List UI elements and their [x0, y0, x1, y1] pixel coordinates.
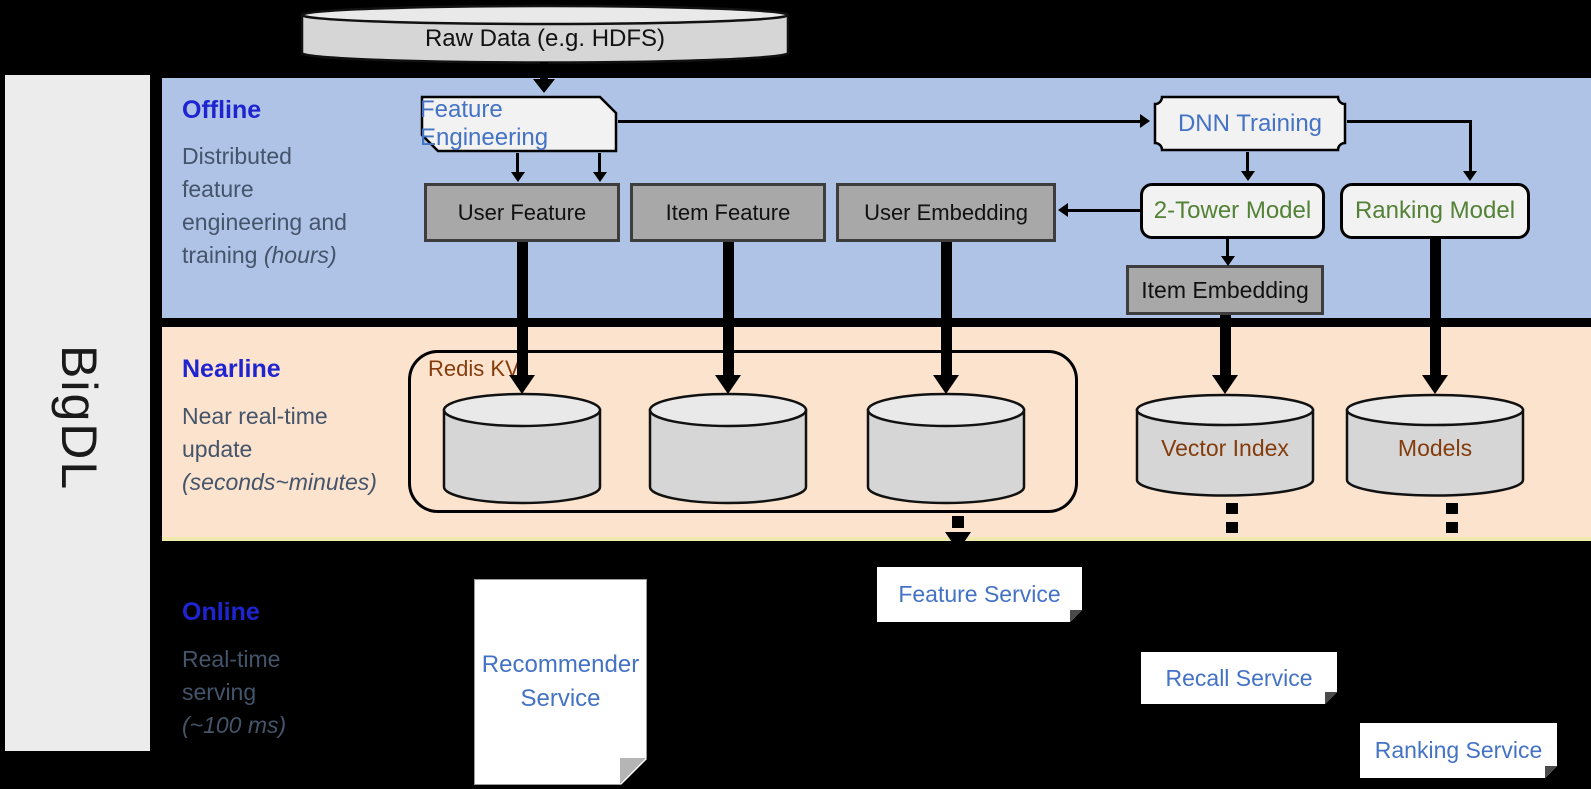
ranking-service-node: Ranking Service: [1360, 723, 1557, 778]
arrow-item-feature-to-redis-shaft: [723, 242, 734, 375]
feature-service-node: Feature Service: [877, 567, 1082, 622]
online-desc-text: Real-time serving: [182, 646, 281, 705]
offline-desc-italic: (hours): [263, 242, 337, 268]
raw-data-label: Raw Data (e.g. HDFS): [424, 25, 666, 52]
nearline-desc-italic: (seconds~minutes): [182, 469, 377, 495]
arrow-user-feature-to-redis-shaft: [517, 242, 528, 375]
recall-service-label: Recall Service: [1165, 664, 1313, 691]
redis-kv-label: Redis KV: [428, 356, 520, 381]
redis-kv-container: [408, 350, 1078, 513]
ranking-service-label: Ranking Service: [1374, 737, 1543, 763]
arrow-user-embedding-to-redis-shaft: [941, 242, 952, 375]
dashed-line-vector-index-dash1: [1226, 503, 1238, 514]
user-embedding-node: User Embedding: [836, 183, 1056, 242]
plaque-shape: [1153, 95, 1347, 152]
arrow-two-tower-to-user-embedding-shaft: [1068, 209, 1140, 212]
arrow-two-tower-to-item-embedding-shaft: [1226, 239, 1229, 256]
arrow-fe-to-item-feature-head: [593, 172, 607, 182]
arrow-fe-to-dnn-shaft: [618, 120, 1140, 123]
database-cylinder-icon: [1345, 393, 1525, 497]
arrow-two-tower-to-item-embedding-head: [1221, 256, 1235, 266]
arrow-dnn-to-ranking-head: [1463, 171, 1477, 181]
dashed-line-models-dash2: [1446, 522, 1458, 533]
online-desc-italic: (~100 ms): [182, 712, 287, 738]
arrow-ranking-model-to-models-head: [1422, 375, 1448, 394]
arrow-rawdata-to-feature-engineering-head: [533, 79, 555, 93]
arrow-dnn-to-two-tower-shaft: [1246, 152, 1249, 171]
dnn-training-label: DNN Training: [1177, 109, 1323, 137]
recommender-service-node: Recommender Service: [474, 579, 647, 785]
models-label: Models: [1397, 435, 1473, 461]
two-tower-model-node: 2-Tower Model: [1140, 183, 1325, 239]
vector-index-store: Vector Index: [1135, 393, 1315, 498]
database-cylinder-icon: [866, 392, 1026, 505]
bigdl-brand-label: BigDL: [51, 345, 107, 492]
user-feature-node: User Feature: [424, 183, 620, 242]
nearline-desc-text: Near real-time update: [182, 403, 328, 462]
folded-corner-icon: [1070, 610, 1082, 622]
offline-desc-text: Distributed feature engineering and trai…: [182, 143, 347, 268]
dashed-arrow-redis-to-feature-service-head: [945, 532, 971, 551]
dashed-line-vector-index-dash2: [1226, 522, 1238, 533]
arrow-fe-to-item-feature-shaft: [598, 153, 601, 172]
online-section-desc: Real-time serving (~100 ms): [182, 643, 317, 742]
models-store: Models: [1345, 393, 1525, 498]
ranking-model-node: Ranking Model: [1340, 183, 1530, 239]
redis-shard-cylinder-3: [866, 392, 1026, 505]
arrow-dnn-to-ranking-vline: [1469, 120, 1472, 171]
arrow-item-feature-to-redis-head: [715, 375, 741, 394]
recall-service-node: Recall Service: [1141, 652, 1337, 704]
arrow-ranking-model-to-models-shaft: [1430, 239, 1441, 375]
database-cylinder-icon: [648, 392, 808, 505]
bigdl-sidebar: [5, 75, 150, 751]
arrow-fe-to-user-feature-shaft: [516, 153, 519, 172]
arrow-fe-to-dnn-head: [1140, 114, 1150, 128]
raw-data-store: Raw Data (e.g. HDFS): [300, 4, 790, 64]
redis-shard-cylinder-2: [648, 392, 808, 505]
database-cylinder-icon: [1135, 393, 1315, 497]
folded-corner-icon: [1545, 766, 1557, 778]
nearline-section-desc: Near real-time update (seconds~minutes): [182, 400, 382, 499]
arrow-item-embedding-to-vector-index-shaft: [1220, 315, 1231, 375]
redis-shard-cylinder-1: [442, 392, 602, 505]
dashed-line-models-dash1: [1446, 503, 1458, 514]
arrow-item-embedding-to-vector-index-head: [1212, 375, 1238, 394]
folded-corner-icon: [1325, 692, 1337, 704]
nearline-section-title: Nearline: [182, 355, 281, 383]
database-cylinder-icon: [300, 4, 790, 64]
dashed-arrow-redis-to-feature-service-dash: [952, 516, 964, 528]
folded-corner-icon: [620, 758, 646, 784]
snip-card-shape: [420, 95, 618, 153]
dnn-training-node: DNN Training: [1153, 95, 1347, 152]
item-feature-node: Item Feature: [630, 183, 826, 242]
feature-service-label: Feature Service: [898, 581, 1061, 607]
arrow-dnn-to-ranking-hline: [1347, 120, 1472, 123]
vector-index-label: Vector Index: [1161, 435, 1289, 461]
arrow-rawdata-to-feature-engineering-shaft: [540, 62, 548, 80]
feature-engineering-label: Feature Engineering: [420, 96, 549, 151]
arrow-two-tower-to-user-embedding-head: [1058, 203, 1068, 217]
arrow-dnn-to-two-tower-head: [1241, 171, 1255, 181]
arrow-fe-to-user-feature-head: [511, 172, 525, 182]
online-section-title: Online: [182, 598, 260, 626]
database-cylinder-icon: [442, 392, 602, 505]
arrow-user-embedding-to-redis-head: [933, 375, 959, 394]
feature-engineering-node: Feature Engineering: [420, 95, 618, 153]
offline-section-desc: Distributed feature engineering and trai…: [182, 140, 362, 272]
recommender-service-label: Recommender Service: [481, 651, 640, 712]
arrow-user-feature-to-redis-head: [509, 375, 535, 394]
item-embedding-node: Item Embedding: [1126, 265, 1324, 315]
offline-section-title: Offline: [182, 96, 262, 124]
